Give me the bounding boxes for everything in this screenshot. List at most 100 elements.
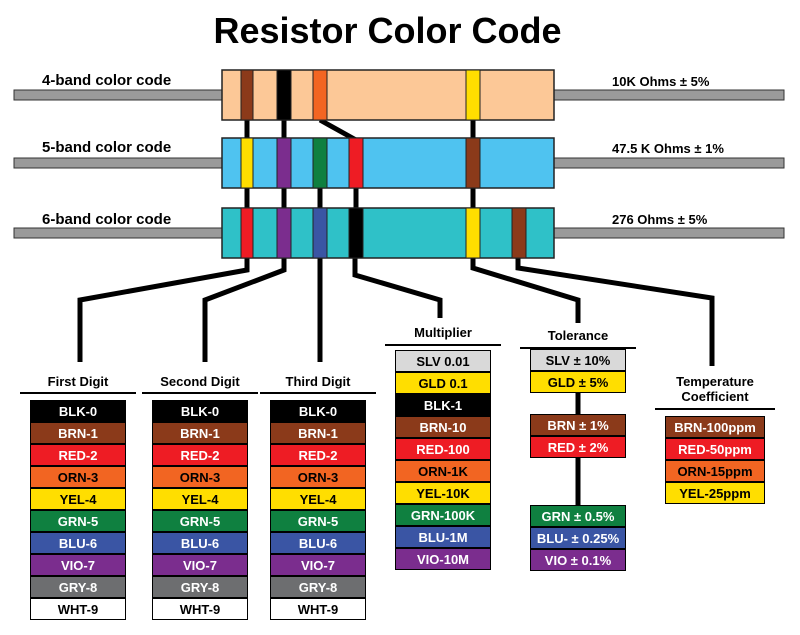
multiplier-cell: RED-100 [395, 438, 491, 460]
digit-cell: GRN-5 [270, 510, 366, 532]
digit-cell: ORN-3 [152, 466, 248, 488]
resistor-band [465, 137, 481, 189]
digit-cell: BLK-0 [152, 400, 248, 422]
resistor-body [221, 69, 555, 121]
multiplier-cell: BLU-1M [395, 526, 491, 548]
digit-cell: GRN-5 [152, 510, 248, 532]
resistor-band [348, 137, 364, 189]
resistor-band [276, 207, 292, 259]
digit-cell: BLK-0 [270, 400, 366, 422]
digit-cell: RED-2 [30, 444, 126, 466]
resistor-band [276, 69, 292, 121]
second-digit-heading: Second Digit [160, 374, 240, 389]
digit-cell: WHT-9 [152, 598, 248, 620]
temperature-heading-line1: Temperature [676, 374, 754, 389]
resistor-band [240, 69, 254, 121]
third-digit-heading: Third Digit [285, 374, 351, 389]
value-label-6-band: 276 Ohms ± 5% [612, 212, 708, 227]
digit-cell: BLU-6 [152, 532, 248, 554]
digit-cell: ORN-3 [30, 466, 126, 488]
resistor-band [240, 207, 254, 259]
digit-cell: VIO-7 [152, 554, 248, 576]
digit-cell: GRY-8 [30, 576, 126, 598]
connector-wire [352, 258, 443, 318]
column-divider [655, 408, 775, 410]
first-digit-heading: First Digit [47, 374, 109, 389]
temperature-cell: RED-50ppm [665, 438, 765, 460]
tolerance-cell: SLV ± 10% [530, 349, 626, 371]
column-divider [385, 344, 501, 346]
digit-cell: VIO-7 [30, 554, 126, 576]
connector-wire [77, 258, 250, 362]
row-label-5-band: 5-band color code [42, 139, 172, 156]
digit-cell: RED-2 [152, 444, 248, 466]
row-label-4-band: 4-band color code [42, 72, 172, 89]
temperature-heading-line2: Coefficient [681, 389, 749, 404]
digit-cell: GRY-8 [152, 576, 248, 598]
digit-cell: BLK-0 [30, 400, 126, 422]
multiplier-cell: BLK-1 [395, 394, 491, 416]
digit-cell: ORN-3 [270, 466, 366, 488]
digit-cell: YEL-4 [152, 488, 248, 510]
multiplier-cell: SLV 0.01 [395, 350, 491, 372]
resistor-band [465, 69, 481, 121]
resistor-band [511, 207, 527, 259]
page-title: Resistor Color Code [213, 10, 562, 51]
connector-wire [318, 117, 358, 143]
resistor-body [221, 207, 555, 259]
resistor-body [221, 137, 555, 189]
column-divider [520, 347, 636, 349]
value-label-5-band: 47.5 K Ohms ± 1% [612, 141, 724, 156]
multiplier-cell: VIO-10M [395, 548, 491, 570]
resistor-band [240, 137, 254, 189]
resistor-band [312, 207, 328, 259]
resistor-band [276, 137, 292, 189]
digit-cell: BLU-6 [270, 532, 366, 554]
connector-wires [77, 117, 715, 506]
digit-cell: BLU-6 [30, 532, 126, 554]
connector-wire [515, 258, 715, 366]
column-divider [142, 392, 258, 394]
tolerance-cell: BLU- ± 0.25% [530, 527, 626, 549]
column-divider [20, 392, 136, 394]
tolerance-cell: BRN ± 1% [530, 414, 626, 436]
multiplier-cell: GLD 0.1 [395, 372, 491, 394]
resistor-bodies [221, 69, 555, 259]
temperature-cell: ORN-15ppm [665, 460, 765, 482]
tolerance-cell: GRN ± 0.5% [530, 505, 626, 527]
tolerance-cell: GLD ± 5% [530, 371, 626, 393]
resistor-band [348, 207, 364, 259]
resistor-band [465, 207, 481, 259]
tolerance-column: Tolerance [520, 328, 636, 353]
digit-cell: WHT-9 [30, 598, 126, 620]
digit-cell: YEL-4 [30, 488, 126, 510]
tolerance-cell: RED ± 2% [530, 436, 626, 458]
digit-cell: WHT-9 [270, 598, 366, 620]
temperature-cell: YEL-25ppm [665, 482, 765, 504]
multiplier-heading: Multiplier [414, 325, 472, 340]
tolerance-heading: Tolerance [547, 328, 609, 343]
digit-cell: BRN-1 [270, 422, 366, 444]
resistor-band [312, 137, 328, 189]
resistor-band [312, 69, 328, 121]
multiplier-cell: YEL-10K [395, 482, 491, 504]
connector-wire [202, 258, 287, 362]
multiplier-cell: GRN-100K [395, 504, 491, 526]
digit-cell: VIO-7 [270, 554, 366, 576]
digit-cell: BRN-1 [152, 422, 248, 444]
tolerance-cell: VIO ± 0.1% [530, 549, 626, 571]
value-label-4-band: 10K Ohms ± 5% [612, 74, 710, 89]
multiplier-cell: ORN-1K [395, 460, 491, 482]
digit-cell: YEL-4 [270, 488, 366, 510]
temperature-cell: BRN-100ppm [665, 416, 765, 438]
row-label-6-band: 6-band color code [42, 211, 172, 228]
